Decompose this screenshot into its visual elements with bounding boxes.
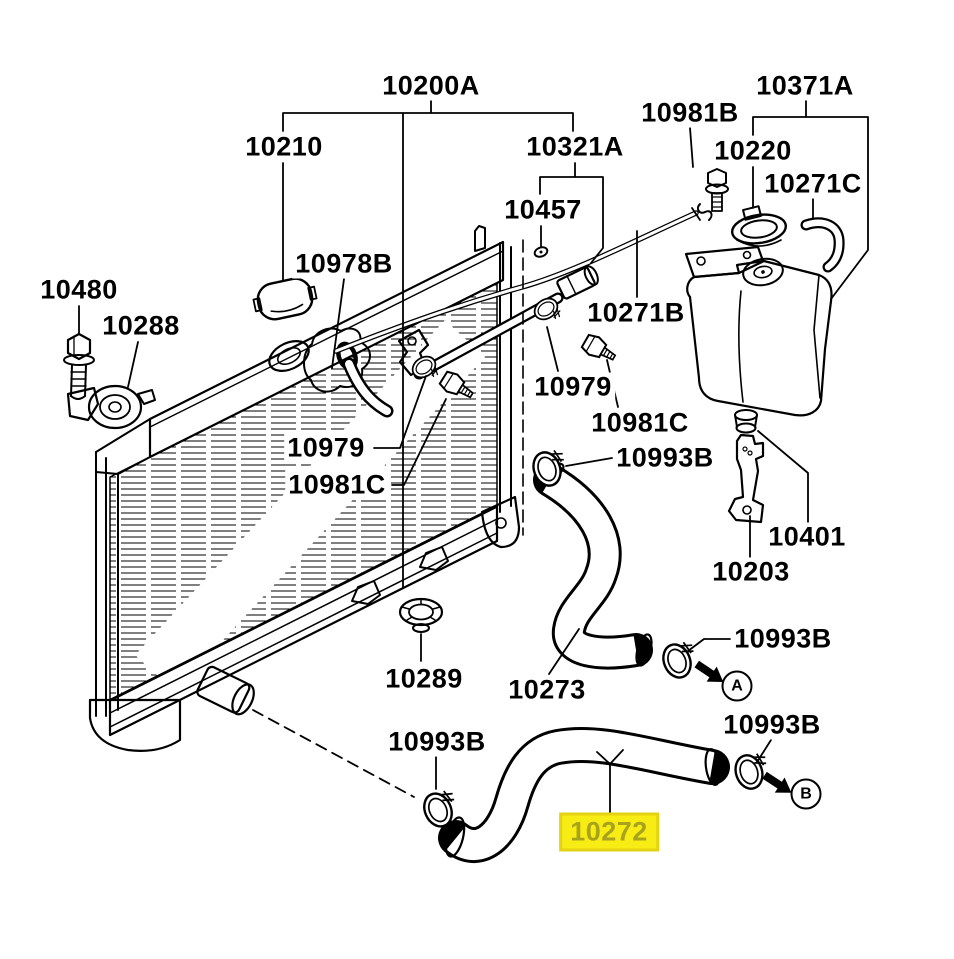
part-label-10401[interactable]: 10401 (765, 522, 849, 552)
radiator-outlet-pipe (196, 665, 255, 716)
ref-marker-a: A (721, 670, 753, 702)
pipe-fitting (556, 265, 599, 300)
water-pipe-assembly (407, 265, 620, 405)
part-label-10220[interactable]: 10220 (711, 136, 795, 166)
part-label-10288[interactable]: 10288 (99, 311, 183, 341)
part-label-10272[interactable]: 10272 (559, 812, 659, 852)
leader-lines (78, 99, 869, 814)
part-label-10200A[interactable]: 10200A (379, 71, 483, 101)
part-label-10457[interactable]: 10457 (501, 195, 585, 225)
tank-bolt (696, 168, 729, 221)
part-label-10979-right[interactable]: 10979 (531, 372, 615, 402)
part-label-10981B[interactable]: 10981B (638, 98, 742, 128)
radiator-cap (252, 277, 318, 321)
part-label-10981C-left[interactable]: 10981C (285, 470, 389, 500)
arrow-to-a-icon (694, 660, 724, 682)
part-label-10978B[interactable]: 10978B (292, 249, 396, 279)
part-label-10321A[interactable]: 10321A (523, 132, 627, 162)
washer (533, 246, 549, 258)
filler-neck-ring (268, 340, 310, 372)
part-label-10993B-b[interactable]: 10993B (720, 710, 824, 740)
reserve-tank-cap (730, 213, 788, 245)
part-label-10271C[interactable]: 10271C (761, 169, 865, 199)
drain-plug-gasket (66, 384, 156, 430)
tank-grommet (734, 409, 758, 434)
part-label-10210[interactable]: 10210 (242, 132, 326, 162)
arrow-to-b-icon (762, 771, 792, 793)
part-label-10273[interactable]: 10273 (505, 675, 589, 705)
part-label-10203[interactable]: 10203 (709, 557, 793, 587)
part-label-10289[interactable]: 10289 (382, 664, 466, 694)
part-label-10979-left[interactable]: 10979 (284, 433, 368, 463)
part-label-10271B[interactable]: 10271B (584, 298, 688, 328)
reserve-tank-body (686, 259, 833, 417)
part-label-10371A[interactable]: 10371A (753, 71, 857, 101)
reserve-tank-drawing (684, 168, 845, 524)
upper-radiator-hose (533, 462, 653, 670)
radiator-bottom-tank (108, 504, 499, 737)
drain-plug-bolt (63, 332, 95, 400)
lower-radiator-hose (438, 726, 730, 863)
part-label-10993B-a[interactable]: 10993B (731, 624, 835, 654)
tank-bracket (727, 433, 765, 524)
part-label-10480[interactable]: 10480 (37, 275, 121, 305)
ref-marker-b: B (790, 778, 822, 810)
part-label-10993B-top[interactable]: 10993B (613, 443, 717, 473)
part-label-10981C-right[interactable]: 10981C (588, 408, 692, 438)
thermostat-cap (398, 597, 444, 633)
part-label-10993B-bottom[interactable]: 10993B (385, 727, 489, 757)
